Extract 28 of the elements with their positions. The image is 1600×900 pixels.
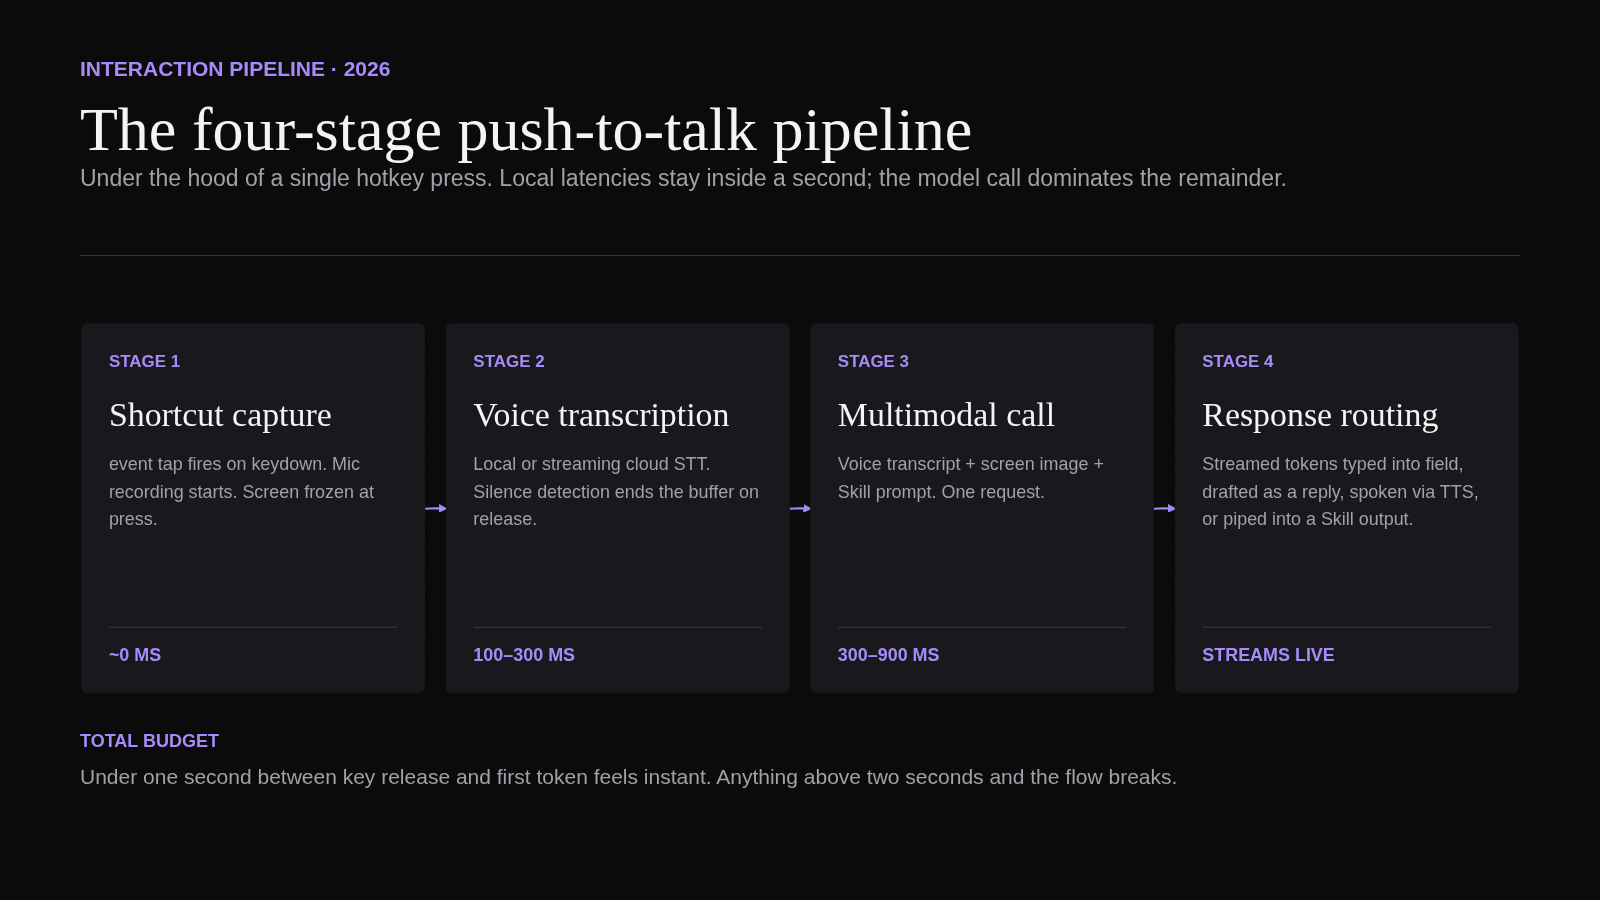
page-title: The four-stage push-to-talk pipeline — [80, 94, 973, 165]
stage-title: Multimodal call — [837, 394, 1057, 435]
stage-label: STAGE 4 — [1202, 350, 1275, 372]
arrow — [788, 504, 812, 513]
stage-card — [446, 323, 790, 693]
stage-description: Streamed tokens typed into field, drafted as a reply, spoken via TTS, or piped into a Skill output. — [1202, 453, 1480, 532]
stage-title: Shortcut capture — [108, 394, 333, 435]
stage-title: Response routing — [1202, 394, 1440, 435]
latency-label: 100–300 MS — [473, 626, 763, 666]
stage-title: Voice transcription — [473, 394, 731, 435]
stage-card — [81, 323, 426, 693]
eyebrow-text: INTERACTION PIPELINE · 2026 — [80, 56, 391, 82]
stage-description: Voice transcript + screen image + Skill prompt. One request. — [837, 453, 1105, 504]
stage-label: STAGE 2 — [473, 350, 546, 372]
subtitle-text: Under the hood of a single hotkey press. Local latencies stay inside a second; the model call dominates the remainder. — [80, 164, 1288, 193]
stage-description: event tap fires on keydown. Mic recording starts. Screen frozen at press. — [108, 453, 375, 532]
latency-label: 300–900 MS — [837, 626, 1127, 666]
latency-label: STREAMS LIVE — [1202, 626, 1492, 666]
arrow — [424, 504, 448, 513]
latency-label: ~0 MS — [108, 626, 398, 666]
stage-label: STAGE 1 — [108, 350, 182, 372]
stage-card — [1174, 323, 1519, 693]
stage-card — [810, 323, 1154, 693]
stage-description: Local or streaming cloud STT. Silence detection ends the buffer on release. — [473, 453, 761, 532]
arrow — [1153, 504, 1177, 513]
footer-note: Under one second between key release and first token feels instant. Anything above two seconds and the flow breaks. — [80, 764, 1178, 790]
stage-label: STAGE 3 — [837, 350, 911, 372]
section-heading: TOTAL BUDGET — [80, 730, 219, 752]
